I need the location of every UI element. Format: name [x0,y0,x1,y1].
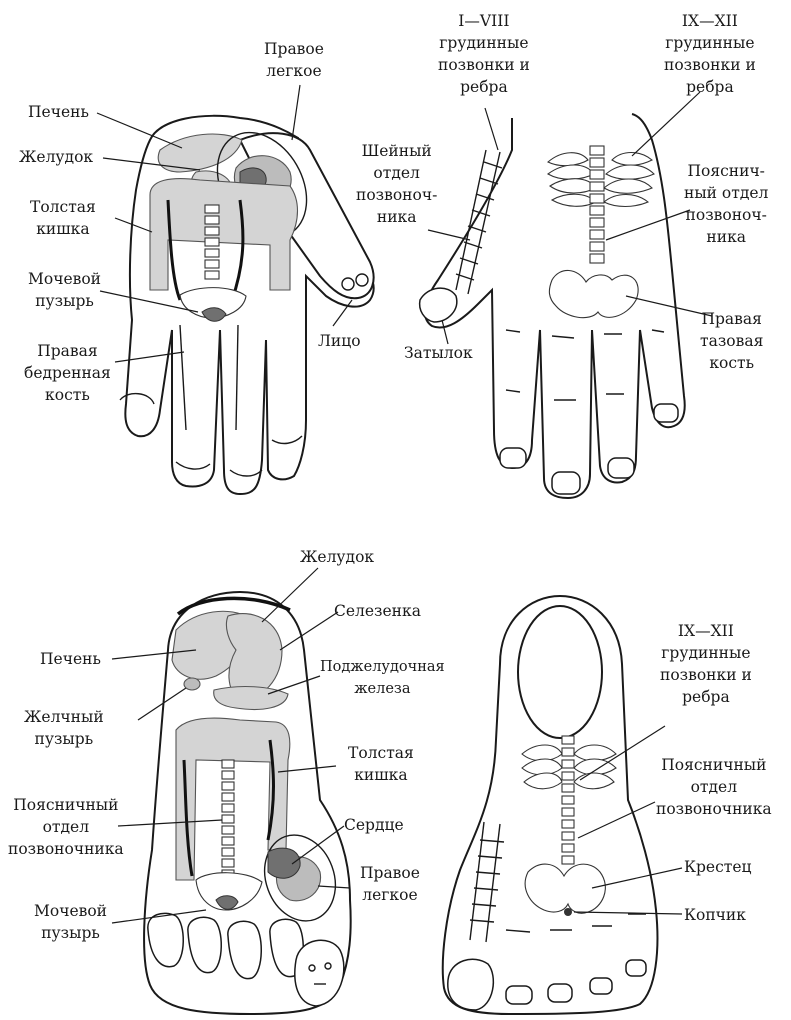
label-sole-gallbladder-text: Желчный пузырь [24,708,104,748]
sole-heart-shape [268,848,300,878]
hand-back-drawing [420,92,712,498]
label-hand-occiput: Затылок [404,342,473,364]
label-palm-right-lung-text: Правое легкое [264,40,324,80]
label-palm-bladder-text: Мочевой пузырь [28,270,101,310]
label-sole-spleen-text: Селезенка [334,602,421,620]
palm-spine [205,205,219,279]
label-foot-thoracic-9-12-text: IX—XII грудинные позвонки и ребра [660,622,752,706]
label-sole-right-lung: Правое легкое [360,862,420,906]
label-foot-coccyx: Копчик [684,904,746,926]
label-palm-face-text: Лицо [318,332,361,350]
label-palm-stomach-text: Желудок [19,148,93,166]
label-palm-liver: Печень [28,101,89,123]
sole-drawing [112,568,351,1014]
label-hand-thoracic-1-8-text: I—VIII грудинные позвонки и ребра [438,12,530,96]
foot-top-heel-oval [518,606,602,738]
foot-top-coccyx-dot [564,908,572,916]
label-sole-large-intestine: Толстая кишка [348,742,414,786]
label-palm-liver-text: Печень [28,103,89,121]
label-sole-bladder: Мочевой пузырь [34,900,107,944]
label-foot-sacrum-text: Крестец [684,858,752,876]
label-sole-large-intestine-text: Толстая кишка [348,744,414,784]
label-sole-liver-text: Печень [40,650,101,668]
palm-drawing [97,85,374,494]
label-sole-spleen: Селезенка [334,600,421,622]
label-sole-pancreas-text: Поджелудочная железа [320,659,445,697]
label-sole-heart-text: Сердце [344,816,404,834]
label-palm-right-femur: Правая бедренная кость [24,340,111,406]
label-sole-lumbar-spine: Поясничный отдел позвоночника [8,794,124,860]
label-hand-lumbar-spine: Пояснич- ный отдел позвоноч- ника [684,160,768,248]
label-palm-bladder: Мочевой пузырь [28,268,101,312]
foot-top-drawing [443,596,682,1014]
label-sole-stomach: Желудок [300,546,374,568]
label-hand-occiput-text: Затылок [404,344,473,362]
label-hand-thoracic-1-8: I—VIII грудинные позвонки и ребра [438,10,530,98]
sole-spine [222,760,234,878]
label-sole-liver: Печень [40,648,101,670]
label-foot-coccyx-text: Копчик [684,906,746,924]
hand-back-pelvis [549,270,638,317]
sole-pancreas-shape [214,687,288,710]
label-sole-heart: Сердце [344,814,404,836]
label-foot-sacrum: Крестец [684,856,752,878]
label-palm-stomach: Желудок [19,146,93,168]
label-hand-lumbar-spine-text: Пояснич- ный отдел позвоноч- ника [684,162,768,246]
label-sole-lumbar-spine-text: Поясничный отдел позвоночника [8,796,124,858]
label-hand-thoracic-9-12: IX—XII грудинные позвонки и ребра [664,10,756,98]
label-foot-lumbar-spine: Поясничный отдел позвоночника [656,754,772,820]
label-sole-right-lung-text: Правое легкое [360,864,420,904]
label-palm-right-lung: Правое легкое [264,38,324,82]
label-hand-cervical-spine-text: Шейный отдел позвоноч- ника [356,142,437,226]
label-palm-large-intestine: Толстая кишка [30,196,96,240]
foot-top-spine [562,736,574,864]
label-palm-right-femur-text: Правая бедренная кость [24,342,111,404]
label-foot-lumbar-spine-text: Поясничный отдел позвоночника [656,756,772,818]
label-palm-face: Лицо [318,330,361,352]
label-hand-cervical-spine: Шейный отдел позвоноч- ника [356,140,437,228]
label-sole-stomach-text: Желудок [300,548,374,566]
sole-gallbladder-shape [184,678,200,690]
label-sole-bladder-text: Мочевой пузырь [34,902,107,942]
label-sole-pancreas: Поджелудочная железа [320,656,445,700]
label-hand-right-pelvic-bone-text: Правая тазовая кость [700,310,763,372]
label-hand-right-pelvic-bone: Правая тазовая кость [700,308,763,374]
label-hand-thoracic-9-12-text: IX—XII грудинные позвонки и ребра [664,12,756,96]
label-foot-thoracic-9-12: IX—XII грудинные позвонки и ребра [660,620,752,708]
label-palm-large-intestine-text: Толстая кишка [30,198,96,238]
label-sole-gallbladder: Желчный пузырь [24,706,104,750]
